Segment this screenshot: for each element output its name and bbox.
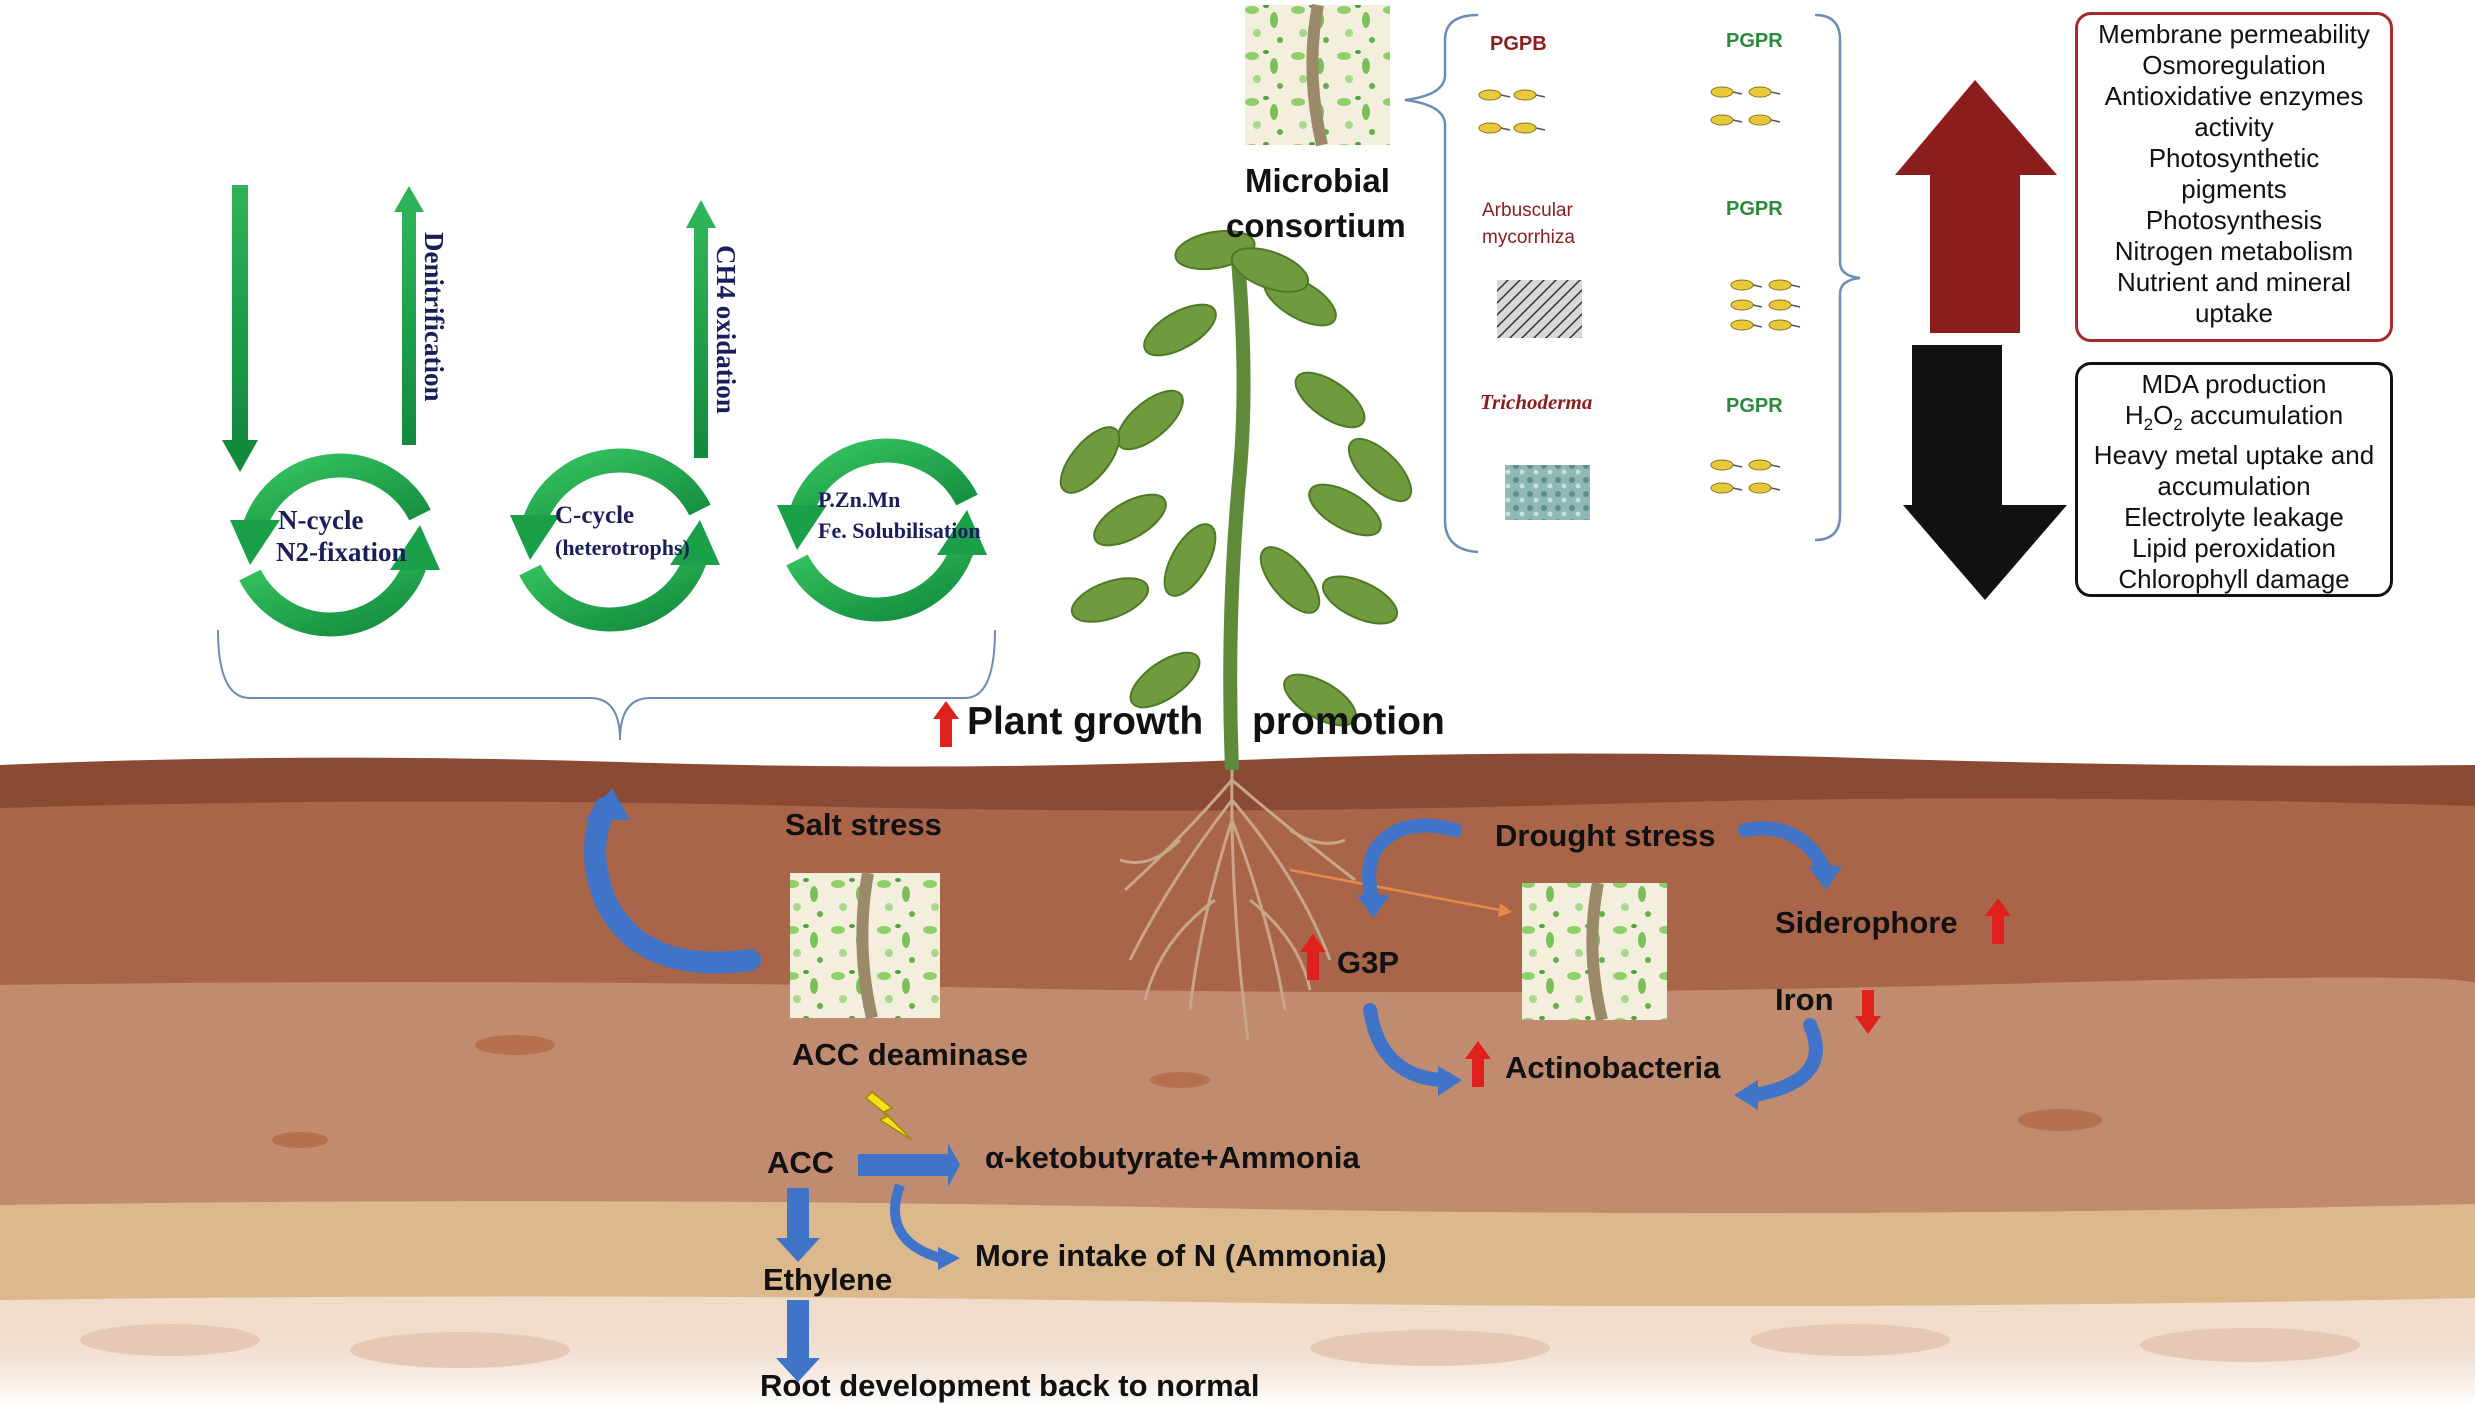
siderophore-label: Siderophore	[1775, 905, 1958, 940]
nutrient-cycles	[230, 438, 987, 637]
n-cycle-label-1: N-cycle	[278, 505, 364, 535]
pgpr-bacteria	[1478, 86, 1801, 494]
actinobacteria-label: Actinobacteria	[1505, 1050, 1721, 1085]
microbe-square-top	[1245, 3, 1390, 147]
more-intake-arrow	[890, 1183, 942, 1263]
ch4-oxidation-label: CH4 oxidation	[711, 245, 741, 414]
decrease-arrow	[1903, 345, 2067, 600]
g3p-label: G3P	[1337, 945, 1400, 980]
increase-item: uptake	[2194, 298, 2274, 328]
cycles-bracket	[217, 629, 996, 741]
root-to-microbe-arrow	[1289, 868, 1501, 912]
microbe-square-salt	[790, 871, 940, 1020]
pgpr-label-3: PGPR	[1726, 395, 1783, 417]
pgpb-label: PGPB	[1490, 33, 1547, 55]
salt-stress-label: Salt stress	[785, 807, 942, 842]
lightning-icon	[864, 1090, 913, 1141]
pgpr-label-1: PGPR	[1726, 30, 1783, 52]
promotion-label: promotion	[1252, 700, 1445, 743]
drought-loop-arrows	[1362, 818, 1832, 1102]
increase-item: Membrane permeability	[2098, 19, 2370, 49]
decrease-item: Lipid peroxidation	[2132, 533, 2336, 564]
red-indicator-arrows	[933, 701, 2011, 1087]
decrease-item: MDA production	[2141, 369, 2327, 399]
increase-item: pigments	[2181, 174, 2287, 204]
trichoderma-label: Trichoderma	[1480, 390, 1593, 414]
increase-item: Nutrient and mineral	[2116, 267, 2352, 297]
decrease-item: Chlorophyll damage	[2118, 564, 2350, 595]
drought-stress-label: Drought stress	[1495, 818, 1716, 853]
decrease-effects-box: MDA production H2O2 accumulation Heavy m…	[2075, 362, 2393, 597]
mycorrhiza-label: mycorrhiza	[1482, 227, 1575, 248]
p-cycle-label-2: Fe. Solubilisation	[818, 518, 981, 543]
salt-curve-arrow	[584, 797, 761, 974]
mycorrhiza-image	[1497, 280, 1582, 338]
root-development-label: Root development back to normal	[760, 1368, 1260, 1403]
soil-layers	[0, 753, 2475, 1405]
salt-pathway-arrows	[776, 1143, 960, 1382]
tomato-plant	[1059, 229, 1413, 1041]
trichoderma-image	[1505, 465, 1590, 520]
denitrification-label: Denitrification	[419, 232, 449, 402]
increase-item: Antioxidative enzymes	[2104, 81, 2364, 111]
c-cycle-icon	[510, 448, 720, 632]
plant-growth-label: Plant growth	[967, 700, 1204, 743]
acc-label: ACC	[767, 1145, 835, 1180]
p-cycle-label-1: P.Zn.Mn	[818, 487, 901, 512]
increase-item: Nitrogen metabolism	[2114, 236, 2354, 266]
increase-effects-box: Membrane permeability Osmoregulation Ant…	[2075, 12, 2393, 342]
c-cycle-label-2: (heterotrophs)	[555, 535, 690, 560]
c-cycle-label-1: C-cycle	[555, 502, 635, 529]
decrease-item: Heavy metal uptake and	[2093, 440, 2375, 471]
increase-item: Photosynthetic	[2148, 143, 2320, 173]
pgpr-label-2: PGPR	[1726, 198, 1783, 220]
ketobutyrate-ammonia-label: α-ketobutyrate+Ammonia	[985, 1140, 1360, 1175]
n-cycle-label-2: N2-fixation	[276, 537, 407, 567]
consortium-title-2: consortium	[1226, 207, 1406, 244]
more-intake-label: More intake of N (Ammonia)	[975, 1238, 1387, 1273]
consortium-title-1: Microbial	[1245, 162, 1390, 199]
arbuscular-label: Arbuscular	[1482, 200, 1573, 221]
iron-label: Iron	[1775, 982, 1834, 1017]
decrease-item: Electrolyte leakage	[2124, 502, 2344, 533]
increase-arrow	[1895, 80, 2057, 333]
increase-item: Osmoregulation	[2142, 50, 2326, 80]
ethylene-label: Ethylene	[763, 1262, 893, 1297]
microbe-square-drought	[1522, 881, 1667, 1022]
consortium-right-brace	[1814, 13, 1861, 542]
green-vertical-arrows	[222, 185, 716, 472]
increase-item: activity	[2194, 112, 2274, 142]
decrease-item: accumulation	[2157, 471, 2311, 502]
acc-deaminase-label: ACC deaminase	[792, 1037, 1029, 1072]
n-cycle-icon	[230, 453, 440, 637]
decrease-item-h2o2: H2O2 accumulation	[2124, 400, 2344, 435]
p-cycle-icon	[777, 438, 987, 622]
consortium-left-brace	[1404, 13, 1479, 554]
increase-item: Photosynthesis	[2145, 205, 2323, 235]
